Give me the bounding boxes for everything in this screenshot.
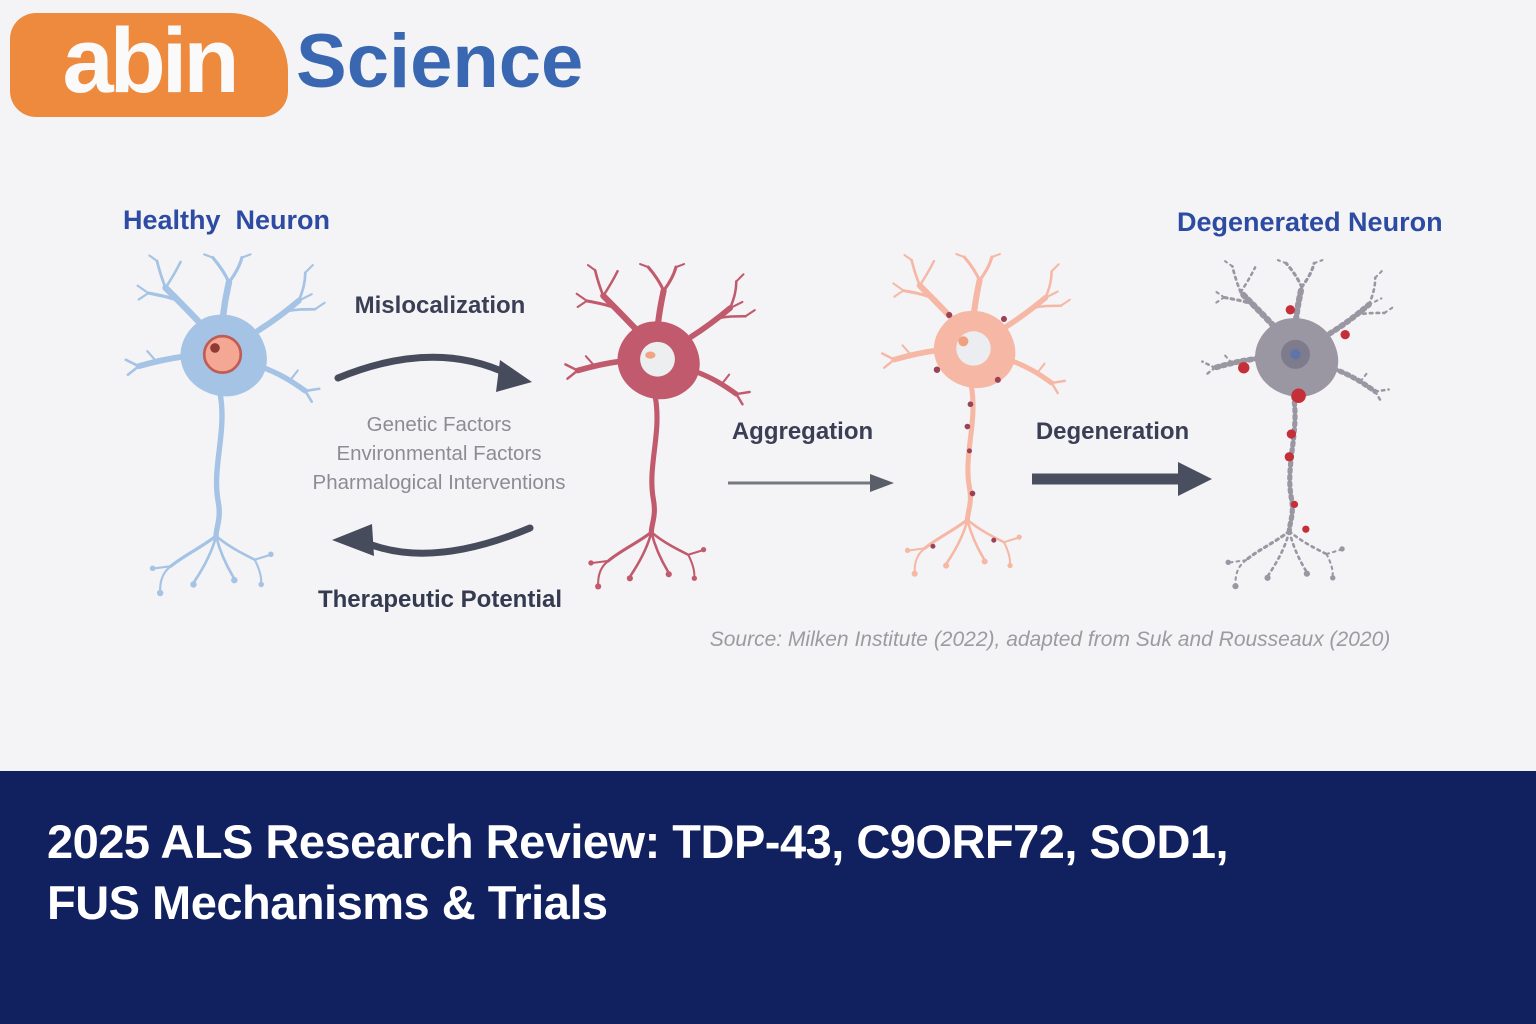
brand-logo-text: abin	[62, 10, 239, 112]
title-banner: 2025 ALS Research Review: TDP-43, C9ORF7…	[0, 771, 1536, 1024]
source-attribution: Source: Milken Institute (2022), adapted…	[709, 628, 1391, 651]
article-title-line2: FUS Mechanisms & Trials	[47, 876, 608, 929]
brand-logo-suffix: Science	[296, 19, 584, 104]
mislocalized-neuron-illustration	[555, 262, 760, 610]
brand-logo-mark: abin	[10, 13, 288, 117]
therapeutic-curved-arrow-icon	[332, 524, 534, 557]
factor-genetic: Genetic Factors	[366, 413, 512, 436]
factor-pharmacological: Pharmalogical Interventions	[312, 471, 566, 494]
degeneration-aggregate-blobs	[1238, 305, 1350, 533]
degeneration-arrow-icon	[1032, 462, 1212, 496]
article-title: 2025 ALS Research Review: TDP-43, C9ORF7…	[0, 771, 1536, 933]
healthy-neuron-label: Healthy Neuron	[123, 205, 331, 235]
factor-environmental: Environmental Factors	[336, 442, 542, 465]
aggregation-label: Aggregation	[731, 418, 874, 445]
article-title-line1: 2025 ALS Research Review: TDP-43, C9ORF7…	[47, 815, 1229, 868]
protein-aggregate-dots	[930, 311, 1007, 549]
therapeutic-potential-label: Therapeutic Potential	[317, 586, 563, 613]
mislocalization-curved-arrow-icon	[334, 353, 532, 392]
degenerated-neuron-label: Degenerated Neuron	[1177, 207, 1443, 237]
degenerated-neuron-illustration	[1192, 258, 1399, 610]
factors-list: Genetic Factors Environmental Factors Ph…	[296, 410, 582, 497]
aggregated-neuron-illustration	[872, 252, 1075, 597]
degeneration-label: Degeneration	[1035, 418, 1190, 445]
mislocalization-label: Mislocalization	[354, 292, 526, 319]
healthy-neuron-illustration	[115, 252, 330, 618]
aggregation-arrow-icon	[728, 474, 894, 492]
